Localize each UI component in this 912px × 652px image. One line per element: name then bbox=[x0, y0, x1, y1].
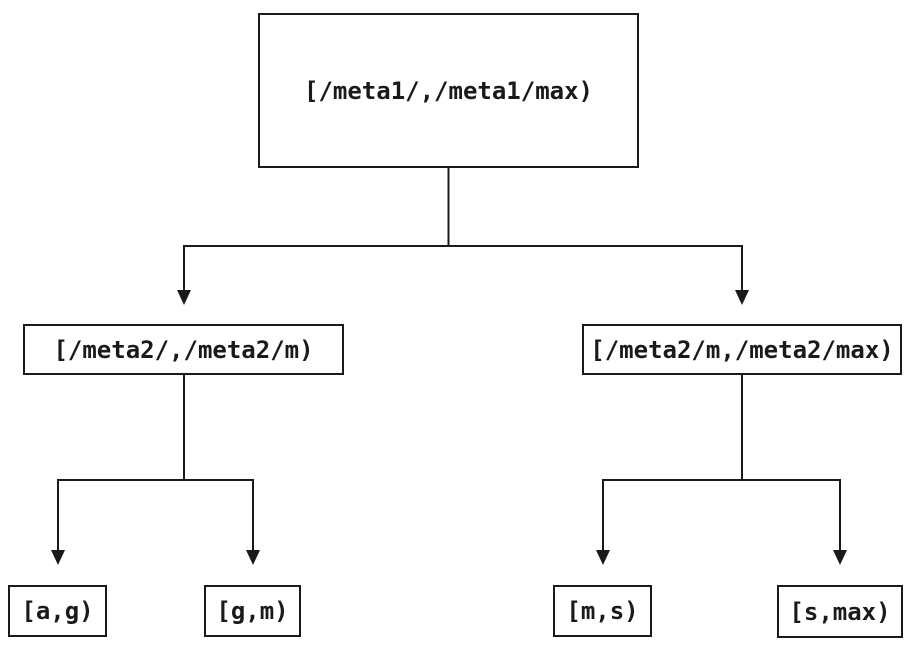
node-label: [/meta2/m,/meta2/max) bbox=[590, 335, 894, 364]
node-label: [a,g) bbox=[21, 597, 94, 625]
arrow-down-icon bbox=[51, 550, 65, 565]
node-label: [g,m) bbox=[216, 597, 289, 625]
arrow-down-icon bbox=[596, 550, 610, 565]
arrow-down-icon bbox=[735, 290, 749, 305]
node-label: [m,s) bbox=[566, 597, 639, 625]
node-leaf-s-max: [s,max) bbox=[777, 585, 903, 638]
node-meta2-lower-interval: [/meta2/,/meta2/m) bbox=[23, 324, 344, 375]
node-leaf-g-m: [g,m) bbox=[204, 585, 301, 637]
node-root-interval: [/meta1/,/meta1/max) bbox=[258, 13, 639, 168]
arrow-down-icon bbox=[177, 290, 191, 305]
node-label: [/meta1/,/meta1/max) bbox=[304, 76, 593, 105]
edge-meta2-upper-bracket bbox=[602, 479, 841, 551]
node-leaf-m-s: [m,s) bbox=[553, 585, 652, 637]
edge-meta2-lower-bracket bbox=[57, 479, 254, 551]
edge-root-bracket bbox=[183, 245, 743, 291]
arrow-down-icon bbox=[833, 550, 847, 565]
node-meta2-upper-interval: [/meta2/m,/meta2/max) bbox=[582, 324, 902, 375]
node-leaf-a-g: [a,g) bbox=[8, 585, 107, 637]
arrow-down-icon bbox=[246, 550, 260, 565]
node-label: [s,max) bbox=[789, 597, 891, 626]
node-label: [/meta2/,/meta2/m) bbox=[53, 335, 314, 364]
